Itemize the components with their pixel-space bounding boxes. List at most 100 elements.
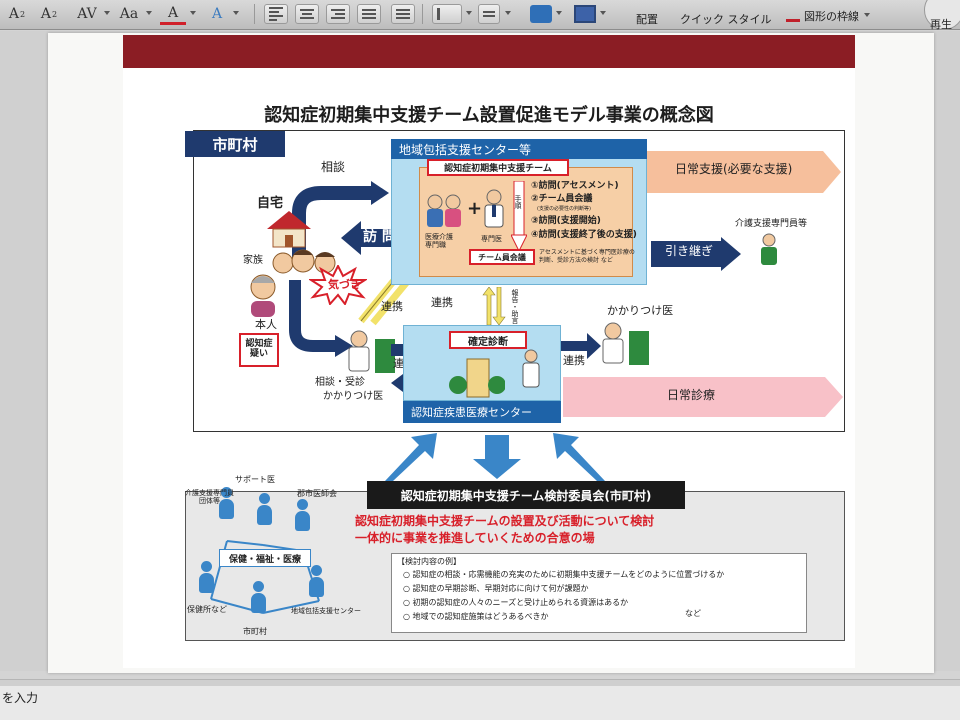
superscript-label: A bbox=[8, 6, 20, 22]
slide: 認知症初期集中支援チーム設置促進モデル事業の概念図 市町村 相談 自宅 家族 bbox=[123, 35, 855, 668]
regional-center-label: 地域包括支援センター bbox=[291, 607, 361, 615]
family-doctor-right-label: かかりつけ医 bbox=[607, 304, 674, 317]
care-manager-label: 介護支援専門員等 bbox=[735, 219, 808, 229]
team-title: 認知症初期集中支援チーム bbox=[427, 159, 569, 176]
plus-sign: + bbox=[467, 198, 483, 219]
procedure-label: 手順 bbox=[514, 195, 523, 209]
committee-title: 認知症初期集中支援チーム検討委員会(市町村) bbox=[367, 481, 685, 509]
daily-care-arrow bbox=[563, 377, 843, 417]
shape-outline-label[interactable]: 図形の枠線 bbox=[804, 10, 859, 23]
align-center-button[interactable] bbox=[295, 4, 319, 24]
align-right-button[interactable] bbox=[326, 4, 350, 24]
ribbon-separator bbox=[422, 4, 423, 24]
renkei-right-label: 連携 bbox=[563, 354, 585, 367]
team-meeting-box: チーム員会議 bbox=[469, 249, 535, 265]
review-etc: など bbox=[685, 609, 701, 618]
municipality-tag: 市町村 bbox=[185, 131, 285, 157]
step-4: ④訪問(支援終了後の支援) bbox=[531, 230, 637, 240]
diagnosis-doctor-icon bbox=[522, 349, 540, 388]
document-workarea: 認知症初期集中支援チーム設置促進モデル事業の概念図 市町村 相談 自宅 家族 bbox=[0, 31, 960, 673]
superscript-sub: 2 bbox=[20, 9, 26, 19]
chevron-down-icon[interactable] bbox=[556, 11, 562, 15]
report-advice-label: 報告・助言 bbox=[511, 289, 520, 324]
family-doctor-left-icon bbox=[348, 330, 395, 373]
handover-label: 引き継ぎ bbox=[665, 244, 714, 258]
arrange-icon[interactable] bbox=[574, 5, 596, 23]
notice-label: 気づき bbox=[328, 278, 361, 291]
vertical-link-arrows bbox=[482, 287, 506, 325]
daily-support-arrow bbox=[647, 151, 841, 193]
replay-label[interactable]: 再生 bbox=[930, 18, 952, 31]
committee-purpose-1: 認知症初期集中支援チームの設置及び活動について検討 bbox=[355, 514, 655, 528]
member-icon bbox=[251, 581, 266, 613]
community-center-header: 地域包括支援センター等 bbox=[391, 139, 647, 159]
chevron-down-icon[interactable] bbox=[864, 13, 870, 17]
care-manager-group-label: 介護支援専門員 団体等 bbox=[185, 489, 234, 506]
suspect-box: 認知症 疑い bbox=[239, 333, 279, 367]
assessment-note: アセスメントに基づく専門医診療の 判断、受診方法の検討 など bbox=[539, 249, 635, 264]
char-spacing-label: AV bbox=[77, 6, 97, 22]
status-bar: を入力 bbox=[0, 679, 960, 720]
review-item-4: ○ 地域での認知症施策はどうあるべきか bbox=[403, 612, 549, 621]
notice-burst-icon bbox=[309, 265, 367, 305]
columns-button[interactable] bbox=[432, 4, 462, 24]
family-doctor-left-label: かかりつけ医 bbox=[323, 391, 384, 402]
family-icon bbox=[272, 249, 336, 274]
change-case-button[interactable]: Aa bbox=[114, 3, 144, 25]
step-2: ②チーム員会議 bbox=[531, 194, 593, 204]
font-color-label: A bbox=[167, 4, 179, 21]
shapes-icon[interactable] bbox=[530, 5, 552, 23]
chevron-down-icon[interactable] bbox=[104, 11, 110, 15]
step-3: ③訪問(支援開始) bbox=[531, 216, 601, 226]
step-2-note: (支援の必要性の判断等) bbox=[537, 206, 591, 212]
home-label: 自宅 bbox=[257, 196, 284, 211]
diagnosis-box: 確定診断 bbox=[449, 331, 527, 349]
font-color-button[interactable]: A bbox=[160, 3, 186, 25]
renkei-mid-label: 連携 bbox=[431, 296, 453, 309]
document-page: 認知症初期集中支援チーム設置促進モデル事業の概念図 市町村 相談 自宅 家族 bbox=[48, 33, 934, 673]
member-icon bbox=[257, 493, 272, 525]
text-box-button[interactable] bbox=[478, 4, 500, 24]
city-label: 市町村 bbox=[243, 627, 267, 636]
chevron-down-icon[interactable] bbox=[505, 11, 511, 15]
specialist-icon bbox=[484, 189, 504, 228]
align-left-button[interactable] bbox=[264, 4, 288, 24]
review-header: 【検討内容の例】 bbox=[397, 557, 461, 566]
subscript-label: A bbox=[40, 6, 52, 22]
arrange-label[interactable]: 配置 bbox=[636, 13, 658, 26]
distribute-button[interactable] bbox=[391, 4, 415, 24]
character-spacing-button[interactable]: AV bbox=[72, 3, 102, 25]
hospital-icon bbox=[449, 358, 505, 398]
justify-button[interactable] bbox=[357, 4, 381, 24]
patient-label: 本人 bbox=[255, 318, 277, 331]
notes-placeholder[interactable]: を入力 bbox=[2, 691, 39, 705]
family-doctor-right-icon bbox=[602, 322, 649, 365]
slide-title: 認知症初期集中支援チーム設置促進モデル事業の概念図 bbox=[264, 105, 714, 126]
patient-icon bbox=[250, 274, 276, 317]
chevron-down-icon[interactable] bbox=[466, 11, 472, 15]
chevron-down-icon[interactable] bbox=[146, 11, 152, 15]
renkei-left-label: 連携 bbox=[381, 300, 403, 313]
chevron-down-icon[interactable] bbox=[233, 11, 239, 15]
daily-care-label: 日常診療 bbox=[667, 388, 716, 402]
pen-icon[interactable] bbox=[786, 8, 800, 22]
to-family-doctor-arrow bbox=[561, 333, 601, 359]
chevron-down-icon[interactable] bbox=[190, 11, 196, 15]
replay-button[interactable] bbox=[924, 0, 960, 30]
daily-support-label: 日常支援(必要な支援) bbox=[675, 162, 793, 176]
nurse-icon bbox=[427, 194, 461, 227]
review-item-1: ○ 認知症の相談・応需機能の充実のために初期集中支援チームをどのように位置づける… bbox=[403, 570, 725, 579]
text-effect-button[interactable]: A bbox=[204, 3, 230, 25]
member-icon bbox=[219, 487, 234, 519]
chevron-down-icon[interactable] bbox=[600, 11, 606, 15]
specialist-label: 専門医 bbox=[481, 235, 502, 243]
nurse-label: 医療介護 専門職 bbox=[425, 233, 453, 250]
splitter-handle[interactable] bbox=[0, 680, 960, 686]
committee-purpose-2: 一体的に事業を推進していくための合意の場 bbox=[355, 531, 595, 545]
health-center-label: 保健所など bbox=[187, 605, 227, 614]
quick-style-label[interactable]: クイック スタイル bbox=[680, 13, 772, 26]
consult-visit-label: 相談・受診 bbox=[315, 377, 365, 388]
